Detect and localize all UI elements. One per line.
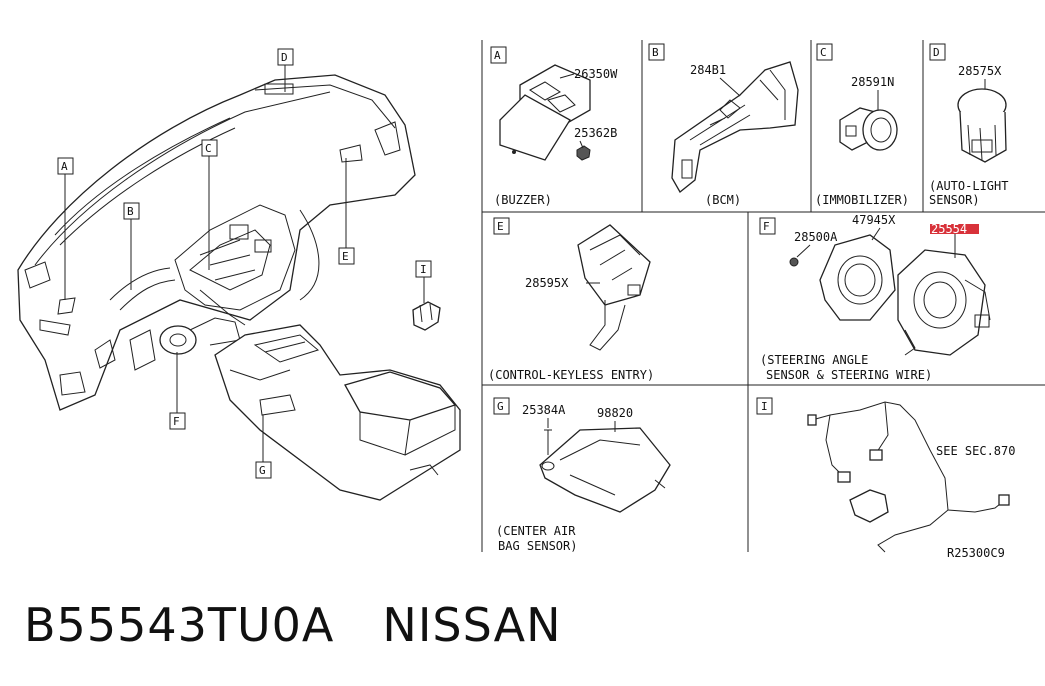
part-25384a: 25384A	[522, 403, 566, 417]
part-28591n: 28591N	[851, 75, 894, 89]
part-28575x: 28575X	[958, 64, 1002, 78]
part-28595x: 28595X	[525, 276, 569, 290]
callout-c[interactable]: C	[201, 139, 218, 270]
panel-f-letter: F	[763, 220, 770, 233]
panel-f-caption-1: (STEERING ANGLE	[760, 353, 868, 367]
center-airbag-sensor-drawing	[539, 427, 671, 513]
panel-c-caption: (IMMOBILIZER)	[815, 193, 909, 207]
part-26350w: 26350W	[574, 67, 618, 81]
callout-b-letter: B	[127, 205, 134, 218]
callout-a[interactable]: A	[57, 157, 74, 300]
footer-caption: B55543TU0A NISSAN	[24, 598, 562, 652]
footer-brand: NISSAN	[382, 598, 562, 652]
panel-e-caption: (CONTROL-KEYLESS ENTRY)	[488, 368, 654, 382]
panel-grid	[481, 40, 1045, 552]
panel-e-letter: E	[497, 220, 504, 233]
panel-d-caption-1: (AUTO-LIGHT	[929, 179, 1008, 193]
callout-g[interactable]: G	[255, 415, 272, 479]
callout-g-letter: G	[259, 464, 266, 477]
callout-a-letter: A	[61, 160, 68, 173]
panel-c-letter: C	[820, 46, 827, 59]
panel-d: D 28575X (AUTO-LIGHT SENSOR)	[929, 43, 1008, 207]
panel-a-letter: A	[494, 49, 501, 62]
part-28500a: 28500A	[794, 230, 838, 244]
callout-i-letter: I	[420, 263, 427, 276]
callout-f-letter: F	[173, 415, 180, 428]
buzzer-drawing	[499, 64, 591, 161]
part-98820: 98820	[597, 406, 633, 420]
callout-i[interactable]: I	[415, 260, 432, 303]
callout-f[interactable]: F	[169, 352, 186, 430]
panel-a: A 26350W 25362B (BUZZER)	[490, 46, 618, 207]
part-47945x: 47945X	[852, 213, 896, 227]
panel-f-caption-2: SENSOR & STEERING WIRE)	[766, 368, 932, 382]
panel-a-caption: (BUZZER)	[494, 193, 552, 207]
steering-angle-sensor-drawing	[789, 234, 991, 356]
panel-c: C 28591N (IMMOBILIZER)	[815, 43, 909, 207]
panel-i: I SEE SEC.870	[756, 397, 1015, 553]
footer-part-number: B55543TU0A	[24, 598, 335, 652]
callout-c-letter: C	[205, 142, 212, 155]
parts-diagram: A B C D E F G	[17, 40, 1045, 560]
panel-d-letter: D	[933, 46, 940, 59]
see-section-note: SEE SEC.870	[936, 444, 1015, 458]
callout-e[interactable]: E	[338, 158, 355, 265]
part-25554-highlight	[930, 224, 979, 234]
panel-e: E 28595X (CONTROL-KEYLESS ENTRY)	[488, 217, 654, 382]
panel-g: G 25384A 98820 (CENTER AIR BAG SENSOR)	[493, 397, 671, 553]
immobilizer-drawing	[839, 107, 898, 151]
callout-e-letter: E	[342, 250, 349, 263]
callout-d-letter: D	[281, 51, 288, 64]
harness-drawing	[807, 401, 1010, 553]
panel-b-letter: B	[652, 46, 659, 59]
auto-light-sensor-drawing	[957, 88, 1007, 163]
diagram-code: R25300C9	[947, 546, 1005, 560]
part-284b1: 284B1	[690, 63, 726, 77]
panel-b-caption: (BCM)	[705, 193, 741, 207]
panel-i-letter: I	[761, 400, 768, 413]
part-25554: 25554	[931, 222, 967, 236]
overview-callouts: A B C D E F G	[57, 48, 432, 479]
panel-g-caption-2: BAG SENSOR)	[498, 539, 577, 553]
panel-g-caption-1: (CENTER AIR	[496, 524, 576, 538]
instrument-panel-overview	[17, 74, 461, 501]
panel-f: F 28500A 47945X 25554 (STEERING ANGLE SE…	[759, 213, 991, 382]
callout-b[interactable]: B	[123, 202, 140, 290]
part-25362b: 25362B	[574, 126, 617, 140]
panel-g-letter: G	[497, 400, 504, 413]
panel-d-caption-2: SENSOR)	[929, 193, 980, 207]
panel-b: B 284B1 (BCM)	[648, 43, 799, 207]
bcm-drawing	[671, 61, 799, 193]
keyless-entry-drawing	[577, 224, 651, 351]
callout-d[interactable]: D	[277, 48, 294, 92]
